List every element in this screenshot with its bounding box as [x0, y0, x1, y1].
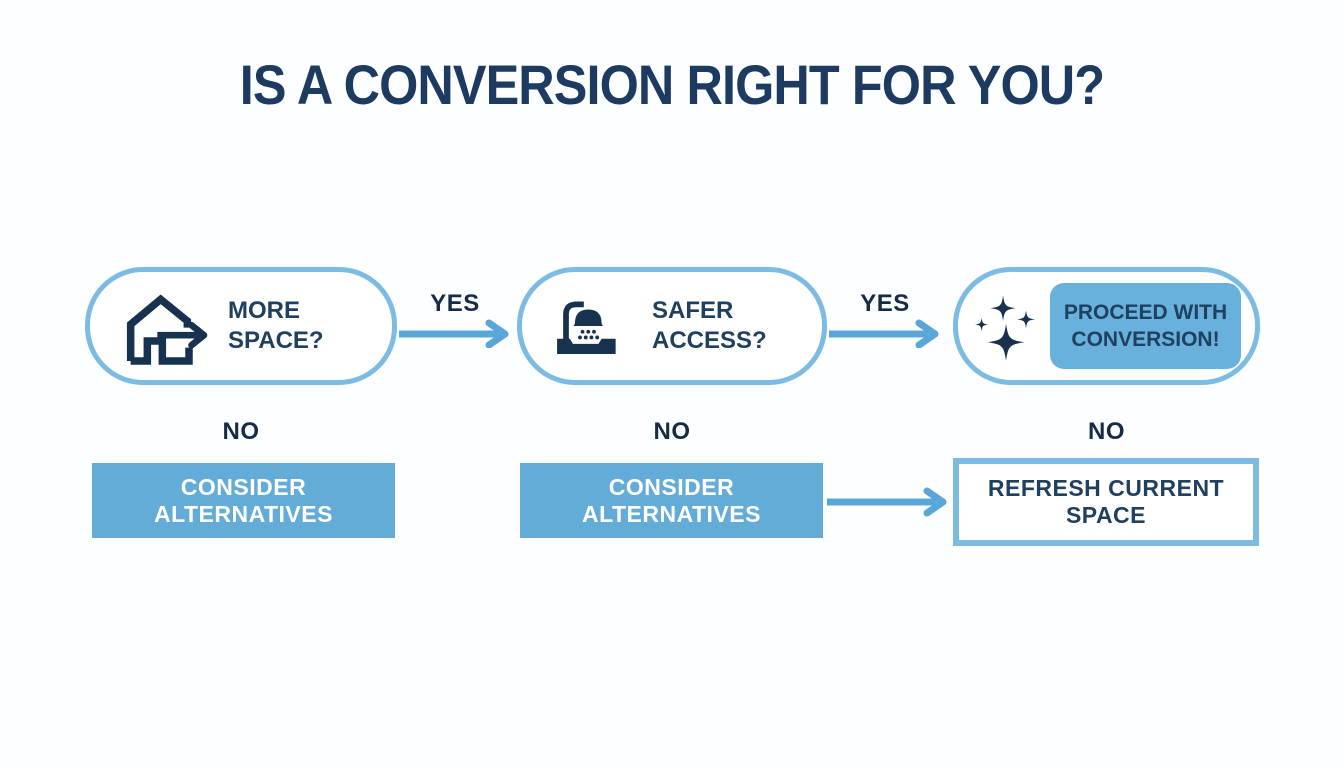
decision-node-label: SAFER ACCESS?: [652, 297, 767, 354]
outcome-consider-alternatives-1: CONSIDER ALTERNATIVES: [92, 463, 395, 538]
yes-label: YES: [430, 290, 480, 317]
decision-node-safer-access: SAFER ACCESS?: [517, 267, 827, 385]
no-label: NO: [1088, 418, 1125, 445]
decision-node-label: MORE SPACE?: [228, 297, 324, 354]
proceed-badge: PROCEED WITH CONVERSION!: [1050, 283, 1241, 369]
yes-connector-2: YES: [829, 290, 941, 348]
no-label: NO: [222, 418, 260, 445]
yes-label: YES: [860, 290, 910, 317]
arrow-right-icon: [829, 319, 939, 348]
yes-connector-1: YES: [399, 290, 511, 348]
house-move-icon: [126, 294, 208, 365]
page-title: IS A CONVERSION RIGHT FOR YOU?: [239, 53, 1105, 116]
shower-icon: [557, 301, 616, 354]
no-label: NO: [653, 418, 691, 445]
decision-node-more-space: MORE SPACE?: [85, 267, 397, 385]
outcome-consider-alternatives-2: CONSIDER ALTERNATIVES: [520, 463, 823, 538]
sparkles-icon: [974, 295, 1035, 361]
arrow-right-icon: [827, 487, 947, 517]
terminal-node-proceed: PROCEED WITH CONVERSION!: [953, 267, 1260, 385]
outcome-refresh-current-space: REFRESH CURRENT SPACE: [953, 458, 1259, 546]
arrow-right-icon: [399, 319, 509, 348]
